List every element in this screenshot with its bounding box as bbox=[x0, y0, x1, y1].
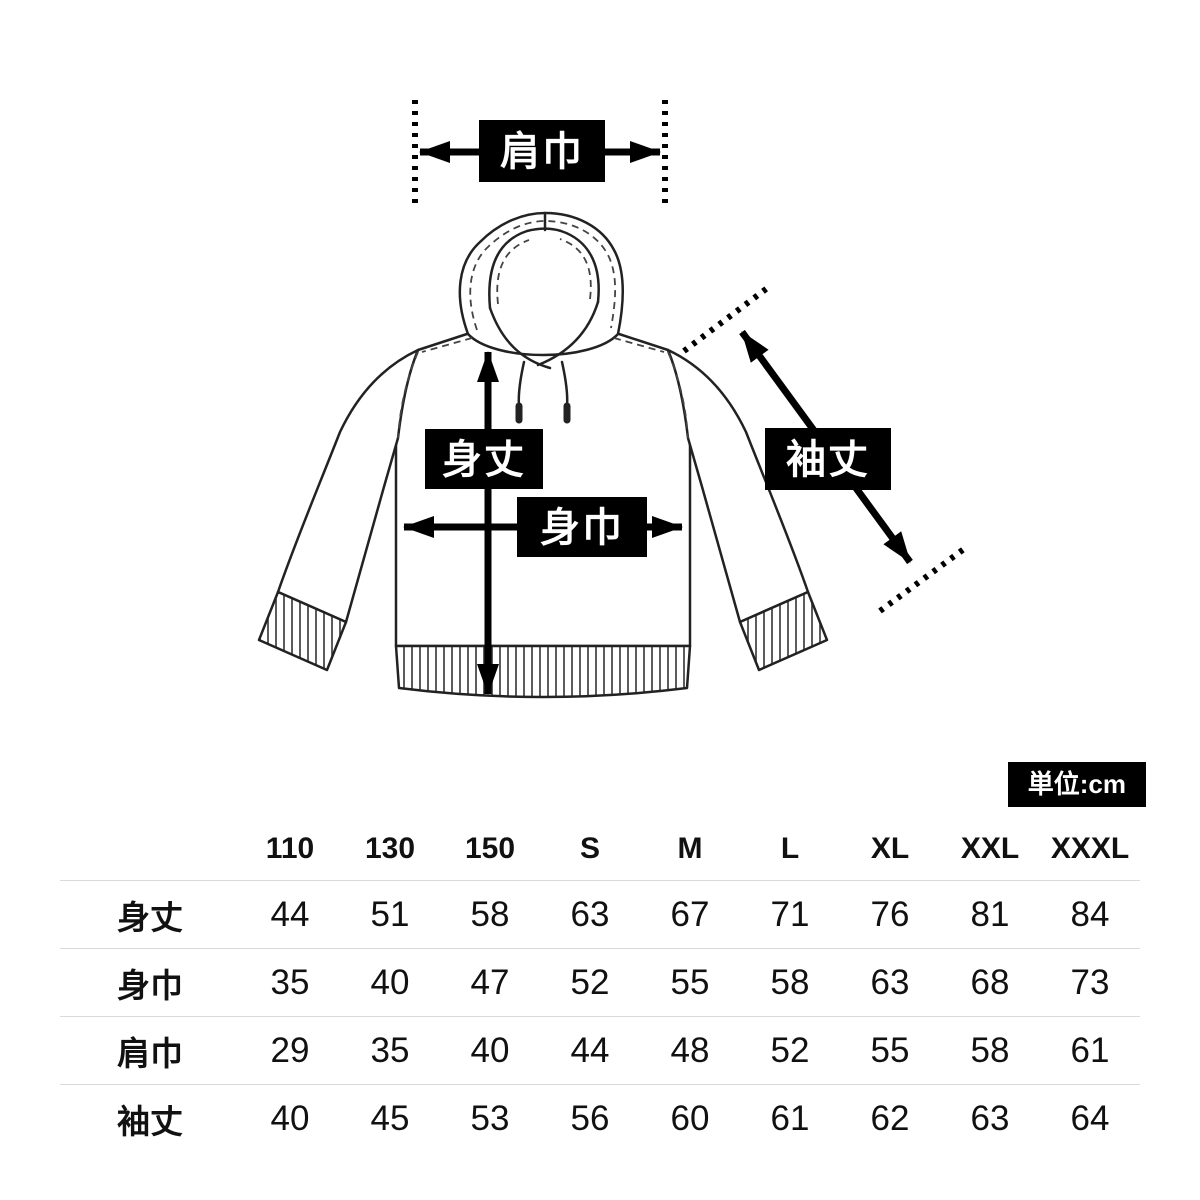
size-value: 84 bbox=[1070, 894, 1110, 934]
table-row: 身巾 35 40 47 52 55 58 63 68 73 bbox=[60, 948, 1140, 1016]
unit-badge: 単位:cm bbox=[1007, 762, 1146, 807]
col-header: XL bbox=[870, 832, 910, 865]
table-row: 身丈 44 51 58 63 67 71 76 81 84 bbox=[60, 880, 1140, 948]
size-value: 73 bbox=[1070, 962, 1110, 1002]
right-shoulder-seam bbox=[613, 337, 665, 353]
size-value: 58 bbox=[470, 894, 510, 934]
sleeve-guide-top bbox=[682, 283, 772, 354]
row-label: 肩巾 bbox=[117, 1034, 183, 1072]
table-row: 袖丈 40 45 53 56 60 61 62 63 64 bbox=[60, 1084, 1140, 1152]
col-header: M bbox=[677, 832, 703, 865]
size-table-header-row: 110 130 150 S M L XL XXL XXXL bbox=[60, 818, 1140, 880]
size-value: 40 bbox=[370, 962, 410, 1002]
row-label: 身巾 bbox=[117, 966, 183, 1004]
size-value: 52 bbox=[770, 1030, 810, 1070]
size-value: 56 bbox=[570, 1098, 610, 1138]
size-value: 40 bbox=[470, 1030, 510, 1070]
size-value: 63 bbox=[570, 894, 610, 934]
size-value: 29 bbox=[270, 1030, 310, 1070]
col-header: XXL bbox=[960, 832, 1020, 865]
hoodie-measurement-diagram: 肩巾 身丈 身巾 袖丈 bbox=[257, 100, 970, 699]
col-header: 130 bbox=[364, 832, 416, 865]
size-value: 61 bbox=[1070, 1030, 1110, 1070]
shoulder-width-label-box bbox=[479, 120, 605, 182]
col-header: XXXL bbox=[1050, 832, 1130, 865]
hood-opening-stitch-right bbox=[559, 238, 592, 300]
size-value: 55 bbox=[670, 962, 710, 1002]
size-table: 110 130 150 S M L XL XXL XXXL 身丈 44 51 5… bbox=[60, 818, 1140, 1152]
size-value: 61 bbox=[770, 1098, 810, 1138]
sleeve-guide-bottom bbox=[878, 543, 970, 614]
size-value: 51 bbox=[370, 894, 410, 934]
body-length-label-box bbox=[425, 429, 543, 489]
size-value: 44 bbox=[570, 1030, 610, 1070]
size-value: 62 bbox=[870, 1098, 910, 1138]
left-cuff-ribbing bbox=[257, 590, 348, 672]
hood-face-opening bbox=[488, 227, 600, 310]
row-label: 袖丈 bbox=[117, 1102, 183, 1140]
body-width-label: 身巾 bbox=[540, 506, 624, 550]
size-value: 45 bbox=[370, 1098, 410, 1138]
size-value: 48 bbox=[670, 1030, 710, 1070]
size-value: 58 bbox=[770, 962, 810, 1002]
col-header: 110 bbox=[265, 832, 315, 865]
hood-front-flap-right bbox=[536, 300, 600, 367]
shoulder-width-label: 肩巾 bbox=[500, 129, 584, 174]
size-value: 71 bbox=[770, 894, 810, 934]
size-value: 53 bbox=[470, 1098, 510, 1138]
size-value: 81 bbox=[970, 894, 1010, 934]
size-value: 55 bbox=[870, 1030, 910, 1070]
col-header: S bbox=[579, 832, 600, 865]
size-value: 40 bbox=[270, 1098, 310, 1138]
hem-ribbing bbox=[394, 644, 692, 699]
size-value: 60 bbox=[670, 1098, 710, 1138]
size-value: 76 bbox=[870, 894, 910, 934]
body-outline bbox=[394, 331, 692, 648]
right-cuff-ribbing bbox=[738, 590, 829, 672]
hood-front-flap-left bbox=[488, 306, 552, 370]
size-value: 58 bbox=[970, 1030, 1010, 1070]
sleeve-length-label-box bbox=[765, 428, 891, 490]
row-label: 身丈 bbox=[117, 898, 183, 936]
size-value: 64 bbox=[1070, 1098, 1110, 1138]
left-shoulder-seam bbox=[421, 337, 473, 353]
size-value: 67 bbox=[670, 894, 710, 934]
table-row: 肩巾 29 35 40 44 48 52 55 58 61 bbox=[60, 1016, 1140, 1084]
body-length-label: 身丈 bbox=[442, 438, 526, 482]
size-value: 63 bbox=[970, 1098, 1010, 1138]
col-header: 150 bbox=[464, 832, 516, 865]
col-header: L bbox=[780, 832, 800, 865]
size-value: 47 bbox=[470, 962, 510, 1002]
sleeve-length-label: 袖丈 bbox=[786, 438, 870, 482]
hood-stitch-line bbox=[469, 220, 616, 331]
size-value: 35 bbox=[270, 962, 310, 1002]
size-value: 68 bbox=[970, 962, 1010, 1002]
size-value: 63 bbox=[870, 962, 910, 1002]
body-width-label-box bbox=[517, 497, 647, 557]
measure-labels: 肩巾 身丈 身巾 袖丈 bbox=[425, 120, 891, 557]
size-value: 35 bbox=[370, 1030, 410, 1070]
size-value: 52 bbox=[570, 962, 610, 1002]
size-value: 44 bbox=[270, 894, 310, 934]
